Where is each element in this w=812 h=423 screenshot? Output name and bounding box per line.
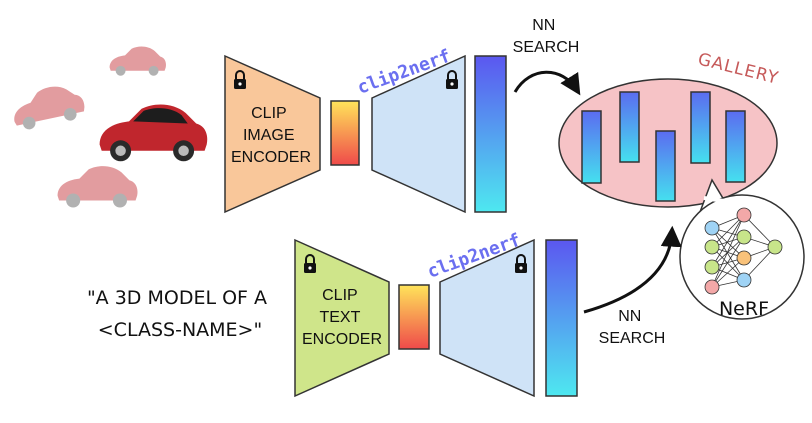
nn-search-arrow-top xyxy=(513,70,581,96)
gallery-latent-codes xyxy=(581,91,746,202)
gallery-code xyxy=(690,91,711,164)
car-image-left xyxy=(9,80,86,130)
car-image-bottom xyxy=(57,166,138,208)
car-images xyxy=(9,46,208,208)
nn-search-label-bottom: NN SEARCH xyxy=(599,308,666,347)
text-latent-code xyxy=(545,239,578,397)
nerf-label: NeRF xyxy=(719,298,769,320)
clip2nerf-text-decoder xyxy=(439,238,535,398)
car-image-main xyxy=(99,104,208,162)
gallery-code xyxy=(655,130,676,202)
gallery-code xyxy=(581,110,602,184)
car-image-top xyxy=(109,46,166,76)
clip-image-encoder-label: CLIP IMAGE ENCODER xyxy=(231,105,311,166)
nn-search-label-top: NN SEARCH xyxy=(513,17,580,56)
gallery-code xyxy=(619,91,640,163)
neural-network-icon xyxy=(704,207,783,295)
text-prompt: "A 3D MODEL OF A <CLASS-NAME>" xyxy=(87,287,273,341)
text-embedding xyxy=(398,284,430,350)
clip-image-encoder xyxy=(224,54,321,214)
image-embedding xyxy=(330,100,360,166)
nn-search-arrow-bottom xyxy=(583,225,682,314)
gallery-code xyxy=(725,110,746,183)
clip2nerf-image-decoder xyxy=(371,54,466,214)
clip-text-encoder xyxy=(294,238,390,398)
image-latent-code xyxy=(474,55,507,213)
clip-text-encoder-label: CLIP TEXT ENCODER xyxy=(302,287,382,348)
